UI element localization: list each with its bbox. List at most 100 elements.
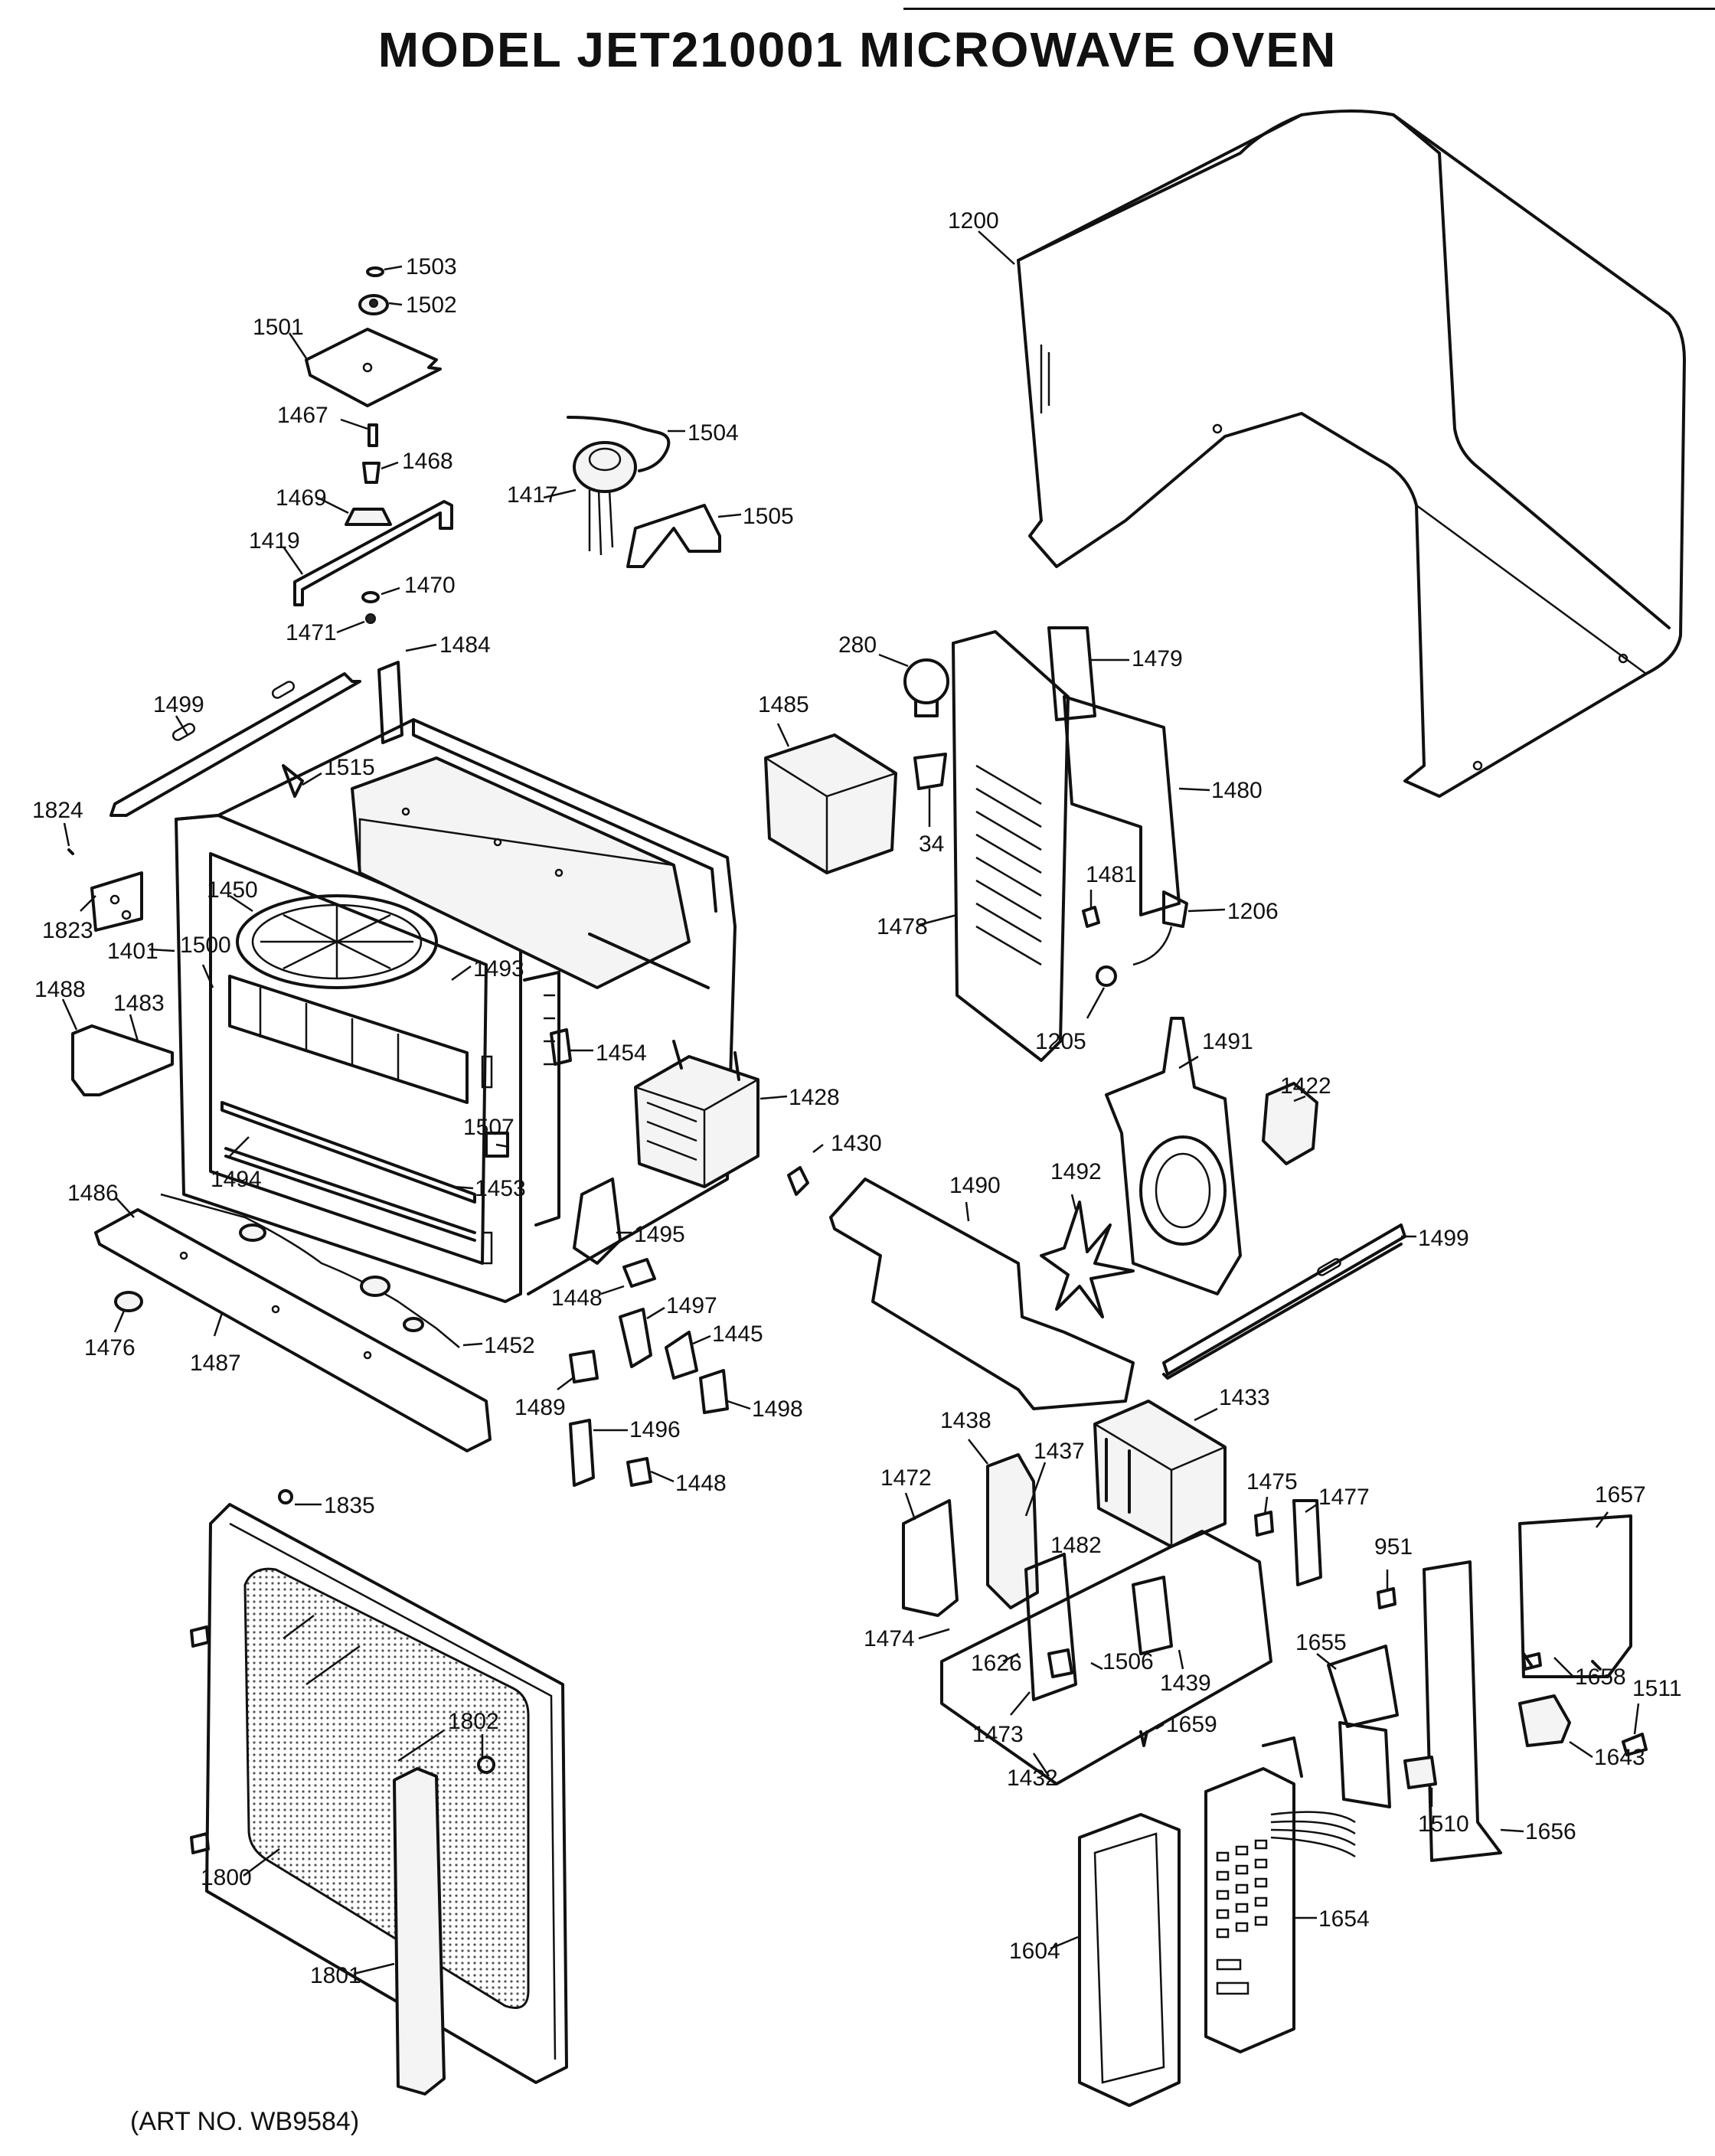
label-1504: 1504 xyxy=(668,420,739,446)
svg-text:1486: 1486 xyxy=(67,1181,119,1206)
label-1483: 1483 xyxy=(113,991,165,1042)
label-1467: 1467 xyxy=(277,403,368,430)
label-1473: 1473 xyxy=(972,1691,1031,1747)
label-1200: 1200 xyxy=(948,208,1015,265)
svg-text:1483: 1483 xyxy=(113,991,165,1016)
svg-text:1430: 1430 xyxy=(831,1131,882,1156)
label-1824: 1824 xyxy=(32,798,83,847)
svg-text:1205: 1205 xyxy=(1035,1029,1086,1054)
label-1655: 1655 xyxy=(1295,1630,1347,1670)
label-280: 280 xyxy=(838,632,909,668)
svg-text:1419: 1419 xyxy=(249,528,300,554)
svg-text:1437: 1437 xyxy=(1034,1439,1085,1464)
label-1626: 1626 xyxy=(971,1651,1022,1676)
svg-text:1439: 1439 xyxy=(1160,1671,1211,1696)
svg-text:1495: 1495 xyxy=(634,1222,685,1247)
label-951: 951 xyxy=(1374,1534,1413,1589)
label-1401: 1401 xyxy=(107,939,175,964)
label-1500: 1500 xyxy=(180,933,231,988)
label-1656: 1656 xyxy=(1500,1819,1576,1844)
control-parts-drawing xyxy=(902,1400,1648,1862)
label-1439: 1439 xyxy=(1160,1649,1211,1696)
label-1658: 1658 xyxy=(1553,1657,1626,1690)
svg-text:1626: 1626 xyxy=(971,1651,1022,1676)
svg-text:1438: 1438 xyxy=(940,1408,991,1433)
front-plate-drawing xyxy=(94,1193,492,1452)
label-1476: 1476 xyxy=(84,1310,136,1361)
label-1506: 1506 xyxy=(1090,1649,1154,1674)
label-1498: 1498 xyxy=(727,1396,803,1422)
label-1481: 1481 xyxy=(1086,862,1137,907)
label-1450: 1450 xyxy=(207,877,258,913)
label-1499-a: 1499 xyxy=(153,692,204,736)
label-1445: 1445 xyxy=(692,1321,763,1347)
control-panel-drawing xyxy=(1078,1736,1356,2107)
svg-text:1497: 1497 xyxy=(666,1293,717,1318)
label-1478: 1478 xyxy=(877,913,958,939)
magnetron-drawing xyxy=(550,1028,809,1196)
svg-text:1476: 1476 xyxy=(84,1335,136,1361)
svg-text:1506: 1506 xyxy=(1102,1649,1154,1674)
art-number: (ART NO. WB9584) xyxy=(130,2107,360,2136)
svg-text:1471: 1471 xyxy=(286,620,337,645)
label-1510: 1510 xyxy=(1418,1788,1469,1837)
label-1471: 1471 xyxy=(286,620,365,645)
svg-text:1488: 1488 xyxy=(34,977,86,1002)
label-1499-b: 1499 xyxy=(1401,1226,1469,1251)
svg-text:1656: 1656 xyxy=(1525,1819,1576,1844)
door-drawing xyxy=(190,1489,568,2096)
label-1480: 1480 xyxy=(1178,778,1263,803)
svg-text:1422: 1422 xyxy=(1280,1073,1331,1099)
label-1437: 1437 xyxy=(1024,1439,1085,1517)
svg-text:1489: 1489 xyxy=(514,1395,566,1420)
label-1501: 1501 xyxy=(253,315,308,359)
svg-text:1453: 1453 xyxy=(475,1176,526,1201)
svg-text:1800: 1800 xyxy=(201,1865,252,1890)
svg-text:1482: 1482 xyxy=(1050,1533,1102,1558)
label-1454: 1454 xyxy=(570,1040,647,1066)
label-1469: 1469 xyxy=(276,485,349,514)
fan-assembly-drawing xyxy=(829,1017,1406,1410)
svg-text:1503: 1503 xyxy=(406,254,457,279)
svg-text:1468: 1468 xyxy=(402,449,453,474)
svg-text:1492: 1492 xyxy=(1050,1159,1102,1184)
part-callouts: 1200 1503 1502 1501 1467 1468 1504 1469 … xyxy=(32,208,1682,1988)
label-1468: 1468 xyxy=(381,449,453,474)
svg-text:1433: 1433 xyxy=(1219,1385,1270,1410)
label-1507: 1507 xyxy=(463,1115,514,1148)
label-1477: 1477 xyxy=(1305,1485,1370,1514)
svg-text:1515: 1515 xyxy=(324,755,375,780)
label-1428: 1428 xyxy=(760,1085,840,1110)
label-1800: 1800 xyxy=(201,1847,280,1890)
label-1448-b: 1448 xyxy=(650,1470,727,1496)
label-1486: 1486 xyxy=(67,1181,135,1218)
svg-text:1477: 1477 xyxy=(1318,1485,1370,1510)
svg-text:1491: 1491 xyxy=(1202,1029,1253,1054)
svg-text:1494: 1494 xyxy=(211,1167,262,1192)
label-1496: 1496 xyxy=(593,1417,681,1442)
svg-text:1655: 1655 xyxy=(1295,1630,1347,1655)
svg-text:1479: 1479 xyxy=(1132,646,1183,671)
svg-text:1498: 1498 xyxy=(752,1396,803,1422)
label-1801: 1801 xyxy=(310,1962,395,1988)
svg-text:1450: 1450 xyxy=(207,877,258,903)
svg-text:1485: 1485 xyxy=(758,692,809,717)
svg-text:1454: 1454 xyxy=(596,1040,647,1066)
label-1604: 1604 xyxy=(1009,1936,1079,1964)
svg-text:1501: 1501 xyxy=(253,315,304,340)
svg-text:1604: 1604 xyxy=(1009,1939,1060,1964)
label-1654: 1654 xyxy=(1295,1906,1370,1932)
svg-text:1505: 1505 xyxy=(743,504,794,529)
svg-text:1452: 1452 xyxy=(484,1333,535,1358)
label-1430: 1430 xyxy=(812,1131,882,1156)
svg-text:1659: 1659 xyxy=(1166,1712,1217,1737)
label-1493: 1493 xyxy=(451,956,524,982)
label-1452: 1452 xyxy=(462,1333,535,1358)
label-1438: 1438 xyxy=(940,1408,991,1465)
label-1491: 1491 xyxy=(1178,1029,1253,1070)
svg-text:1835: 1835 xyxy=(324,1493,375,1518)
svg-text:1510: 1510 xyxy=(1418,1811,1469,1837)
svg-text:1658: 1658 xyxy=(1575,1664,1626,1690)
svg-text:1480: 1480 xyxy=(1211,778,1263,803)
